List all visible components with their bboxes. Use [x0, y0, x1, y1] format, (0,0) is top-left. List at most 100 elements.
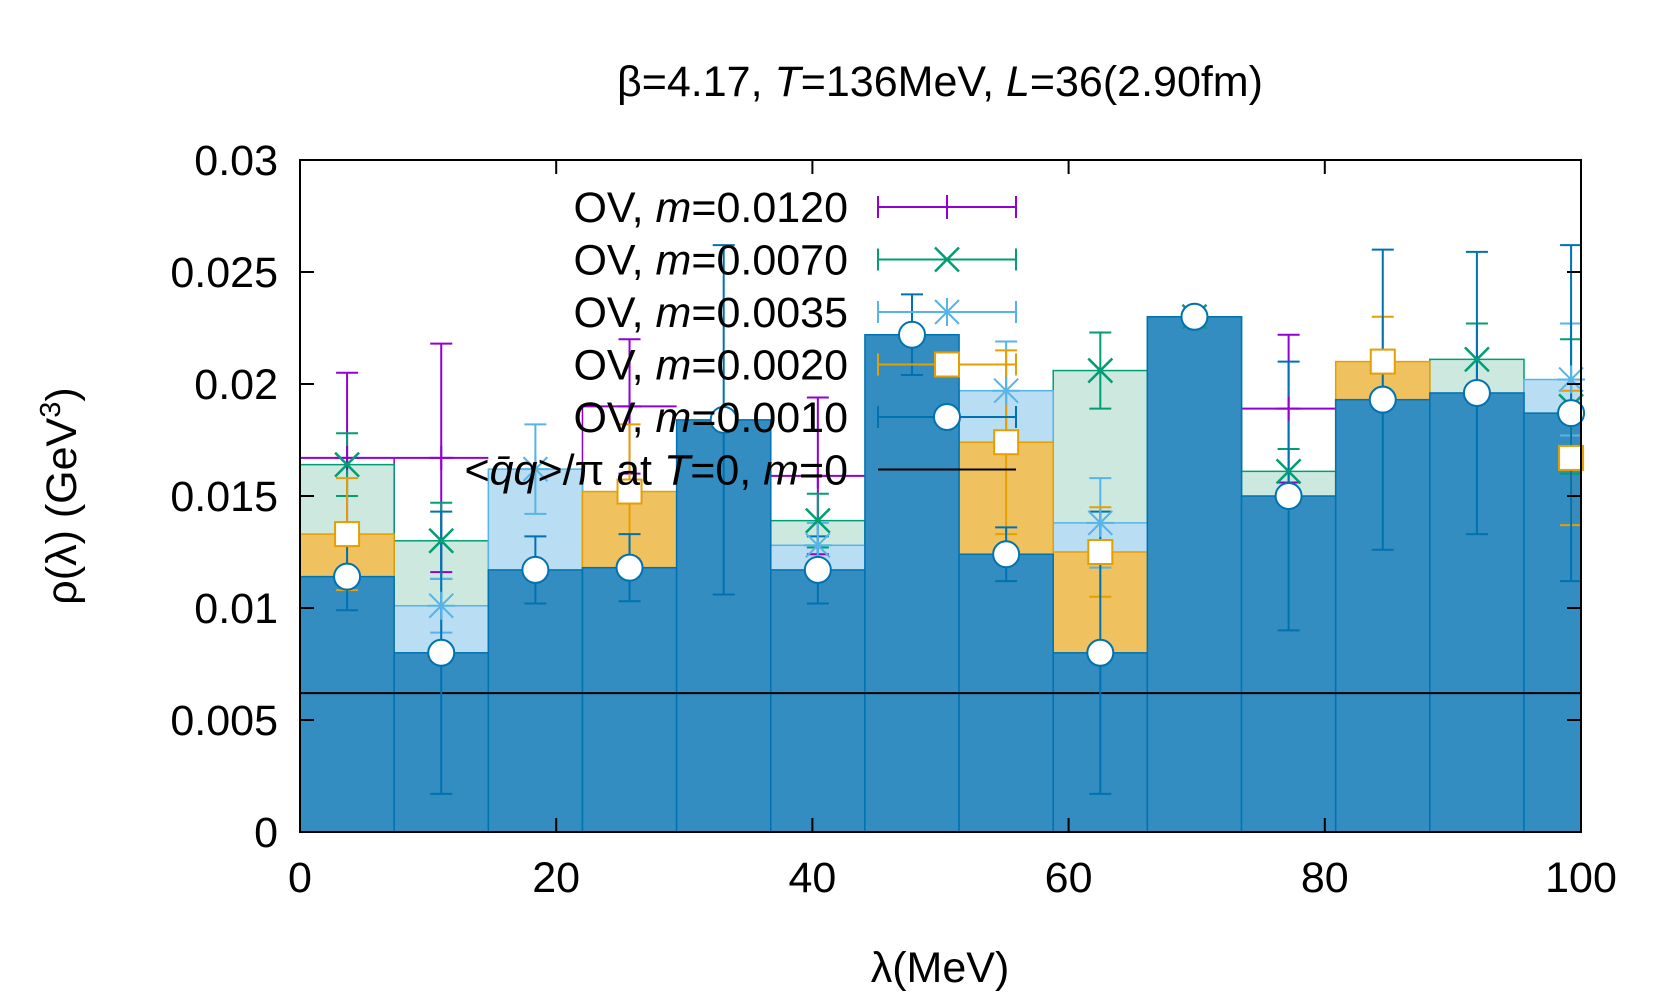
point-s2-b5-shape: [803, 531, 832, 560]
point-s4-b4-shape: [709, 405, 738, 434]
y-axis: 0 0.005 0.01 0.015 0.02 0.025 0.03: [170, 137, 1581, 857]
point-s1-b0: [334, 451, 360, 478]
point-s4-b11: [1368, 385, 1397, 414]
point-s4-b6-shape: [897, 320, 926, 349]
point-s0-b10: [1276, 396, 1301, 421]
y-tick-label-3: 0.015: [170, 473, 278, 521]
point-s4-b7: [992, 540, 1021, 569]
point-s4-b9: [1180, 302, 1209, 331]
legend-marker-2: [933, 298, 961, 326]
point-s2-b7-shape: [992, 376, 1021, 405]
legend-marker-1: [934, 246, 960, 273]
point-s4-b12-shape: [1462, 378, 1491, 407]
point-s4-b0: [333, 562, 362, 591]
bar-s4-b9: [1146, 316, 1243, 832]
point-s4-b1: [427, 638, 456, 667]
point-s4-b1-shape: [427, 638, 456, 667]
y-axis-label: ρ(λ) (GeV3): [35, 387, 86, 604]
point-s0-b3: [617, 394, 642, 419]
legend-label-0: OV, m=0.0120: [573, 184, 848, 232]
point-s3-b11-shape: [1369, 348, 1396, 375]
point-s4-b5: [803, 555, 832, 584]
point-s4-b4: [709, 405, 738, 434]
point-s4-b8-shape: [1086, 638, 1115, 667]
point-s1-b0-shape: [334, 451, 360, 478]
point-s1-b1-shape: [428, 527, 455, 554]
point-s4-b0-shape: [333, 562, 362, 591]
point-s2-b1: [427, 591, 456, 620]
y-tick-label-1: 0.005: [170, 697, 278, 745]
legend-marker-3: [934, 351, 960, 378]
point-s2-b13-shape: [1557, 365, 1586, 394]
point-s2-b8: [1086, 508, 1115, 537]
point-s1-b1: [428, 527, 455, 554]
legend-marker-4-shape: [933, 403, 961, 431]
bar-s4-b5: [770, 569, 866, 832]
point-s4-b11-shape: [1368, 385, 1397, 414]
point-s1-b5: [804, 507, 831, 534]
bar-s4-b2: [487, 569, 584, 832]
legend-marker-3-shape: [934, 351, 960, 378]
point-s3-b7: [993, 429, 1020, 456]
point-s2-b7: [992, 376, 1021, 405]
point-s1-b5-shape: [804, 507, 831, 534]
y-tick-label-4: 0.02: [194, 361, 278, 409]
point-s4-b5-shape: [803, 555, 832, 584]
point-s3-b0: [334, 521, 361, 548]
point-s2-b2-shape: [521, 455, 550, 484]
point-s0-b1-shape: [429, 445, 454, 470]
point-s0-b5: [805, 463, 830, 488]
point-s3-b13: [1558, 444, 1585, 471]
legend-label-reference: <q̄q>/π at T=0, m=0: [464, 447, 848, 495]
chart-title: β=4.17, T=136MeV, L=36(2.90fm): [617, 58, 1263, 106]
point-s1-b10-shape: [1275, 458, 1302, 485]
point-s4-b10-shape: [1274, 482, 1303, 510]
x-tick-label-5: 100: [1545, 854, 1617, 902]
y-tick-label-5: 0.025: [170, 249, 278, 297]
point-s0-b1: [429, 445, 454, 470]
point-s4-b6: [897, 320, 926, 349]
point-s2-b2: [521, 455, 550, 484]
point-s2-b8-shape: [1086, 508, 1115, 537]
x-tick-label-1: 20: [532, 854, 580, 902]
point-s3-b8: [1087, 539, 1114, 565]
legend-label-4: OV, m=0.0010: [573, 394, 848, 442]
legend-label-1: OV, m=0.0070: [573, 237, 848, 285]
x-axis-label: λ(MeV): [871, 944, 1010, 992]
legend-marker-0-shape: [935, 195, 959, 219]
point-s4-b9-shape: [1180, 302, 1209, 331]
point-s3-b7-shape: [993, 429, 1020, 456]
point-s3-b0-shape: [334, 521, 361, 548]
y-tick-label-2: 0.01: [194, 585, 278, 633]
point-s3-b11: [1369, 348, 1396, 375]
legend-marker-1-shape: [934, 246, 960, 273]
bar-s4-b0: [300, 575, 395, 832]
point-s1-b12-shape: [1464, 346, 1490, 373]
histogram-bars: [300, 316, 1581, 832]
y-tick-label-6: 0.03: [194, 137, 278, 185]
point-s4-b13-shape: [1557, 399, 1586, 428]
y-tick-label-0: 0: [254, 809, 278, 857]
legend-marker-2-shape: [933, 298, 961, 326]
point-s2-b5: [803, 531, 832, 560]
point-s0-b5-shape: [805, 463, 830, 488]
point-s4-b2-shape: [521, 555, 550, 584]
point-s4-b2: [521, 555, 550, 584]
point-s4-b3: [615, 553, 644, 582]
point-s4-b8: [1086, 638, 1115, 667]
point-s4-b7-shape: [992, 540, 1021, 569]
point-s2-b1-shape: [427, 591, 456, 620]
legend-label-2: OV, m=0.0035: [573, 289, 848, 337]
x-tick-label-0: 0: [288, 854, 312, 902]
point-s4-b3-shape: [615, 553, 644, 582]
point-s3-b3-shape: [616, 478, 643, 505]
point-s4-b10: [1274, 482, 1303, 510]
point-s2-b13: [1557, 365, 1586, 394]
marker-group: [333, 302, 1586, 667]
point-s0-b10-shape: [1276, 396, 1301, 421]
point-s1-b10: [1275, 458, 1302, 485]
point-s1-b12: [1464, 346, 1490, 373]
point-s3-b13-shape: [1558, 444, 1585, 471]
